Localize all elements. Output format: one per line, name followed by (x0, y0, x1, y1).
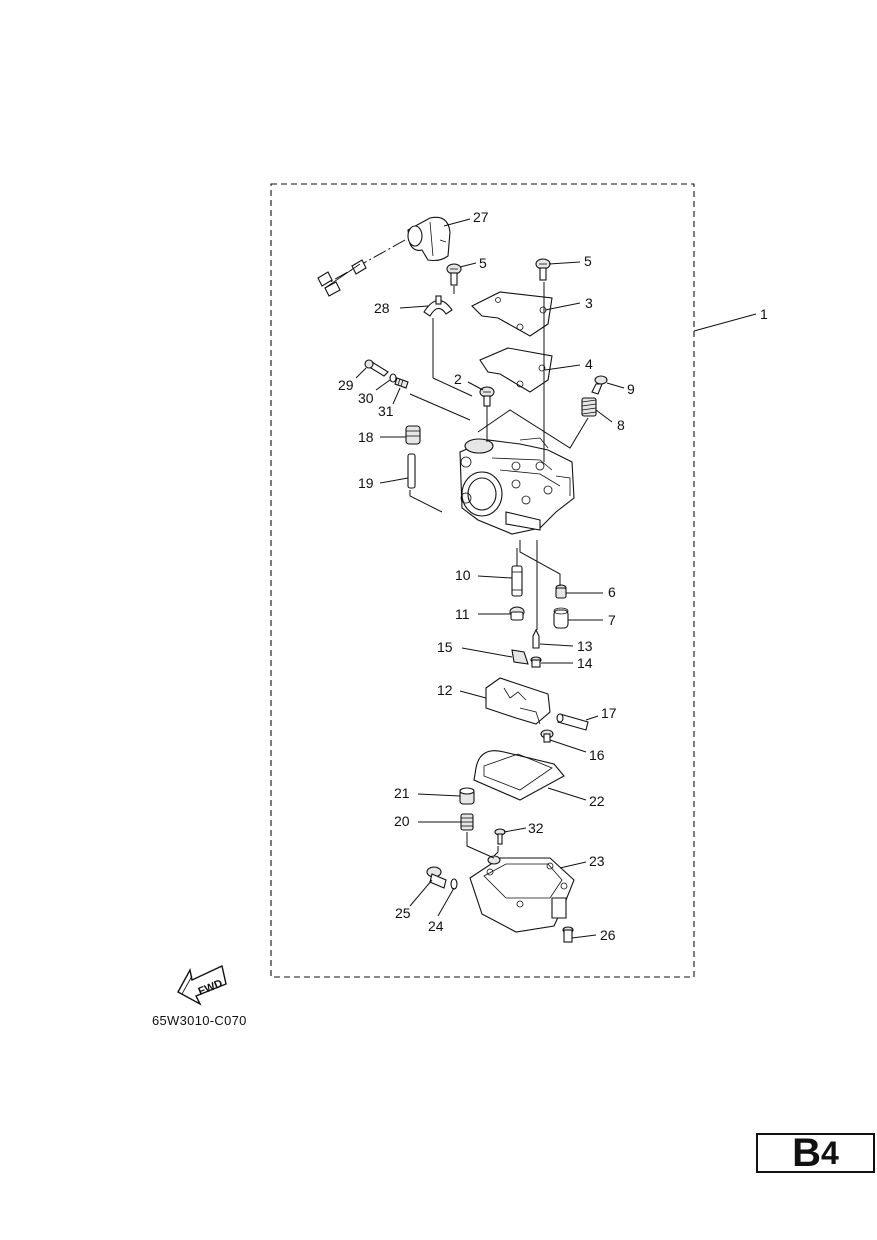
carburetor-body (459, 437, 575, 535)
callout-5-right: 5 (584, 253, 592, 269)
callout-16: 16 (589, 747, 605, 763)
part-14-screw (530, 656, 542, 668)
part-29-31-pilot-screw-set (364, 359, 409, 389)
page-badge-number: 4 (821, 1135, 839, 1171)
callout-29: 29 (338, 377, 354, 393)
callout-5-left: 5 (479, 255, 487, 271)
part-11-jet (509, 606, 525, 621)
part-8-spring (581, 397, 597, 417)
drawing-code: 65W3010-C070 (152, 1013, 247, 1028)
callout-7: 7 (608, 612, 616, 628)
callout-13: 13 (577, 638, 593, 654)
part-4-gasket (479, 347, 553, 393)
callout-22: 22 (589, 793, 605, 809)
callout-leaders (355, 218, 757, 939)
callout-28: 28 (374, 300, 390, 316)
part-32-screw (494, 828, 506, 845)
part-10-pipe (511, 565, 523, 597)
part-9-screw (591, 375, 608, 395)
callout-12: 12 (437, 682, 453, 698)
part-3-plate (471, 291, 553, 337)
part-27-hose-elbow (317, 216, 451, 297)
fwd-arrow-icon: FWD (177, 964, 227, 1006)
callout-4: 4 (585, 356, 593, 372)
callout-3: 3 (585, 295, 593, 311)
callout-2: 2 (454, 371, 462, 387)
part-21-bushing (459, 787, 475, 805)
part-18-holder (405, 425, 421, 445)
callout-20: 20 (394, 813, 410, 829)
callout-19: 19 (358, 475, 374, 491)
page-badge-letter: B (792, 1131, 821, 1175)
callout-26: 26 (600, 927, 616, 943)
part-24-washer (450, 878, 458, 890)
callout-23: 23 (589, 853, 605, 869)
callout-11: 11 (455, 606, 470, 622)
part-7-plug (553, 607, 569, 629)
callout-25: 25 (395, 905, 411, 921)
callout-10: 10 (455, 567, 471, 583)
callout-31: 31 (378, 403, 394, 419)
callout-32: 32 (528, 820, 544, 836)
callout-18: 18 (358, 429, 374, 445)
part-12-float (485, 677, 551, 725)
part-16-screw (540, 729, 554, 743)
callout-9: 9 (627, 381, 635, 397)
callout-21: 21 (394, 785, 410, 801)
part-13-needle-valve (532, 628, 540, 649)
part-26-screw (562, 926, 574, 943)
callout-8: 8 (617, 417, 625, 433)
callout-30: 30 (358, 390, 374, 406)
part-20-spring (460, 813, 474, 831)
callout-numbers: 1 2 3 4 5 5 6 7 8 9 10 11 12 13 14 15 16… (338, 209, 768, 943)
part-6-jet (555, 584, 567, 599)
callout-15: 15 (437, 639, 453, 655)
part-28-clip (423, 295, 453, 317)
callout-24: 24 (428, 918, 444, 934)
part-5-screw-left (446, 263, 462, 286)
part-19-tube (407, 453, 416, 489)
callout-27: 27 (473, 209, 489, 225)
part-25-drain-screw (426, 866, 447, 889)
part-17-pin (556, 713, 589, 731)
callout-1: 1 (760, 306, 768, 322)
part-22-gasket (473, 750, 565, 801)
assembly-chain-lines (409, 282, 589, 859)
assembly-boundary (270, 183, 695, 978)
callout-14: 14 (577, 655, 593, 671)
part-15-clip (511, 649, 529, 665)
part-5-screw-right (535, 258, 551, 281)
part-23-float-bowl (469, 855, 575, 933)
callout-17: 17 (601, 705, 617, 721)
callout-6: 6 (608, 584, 616, 600)
